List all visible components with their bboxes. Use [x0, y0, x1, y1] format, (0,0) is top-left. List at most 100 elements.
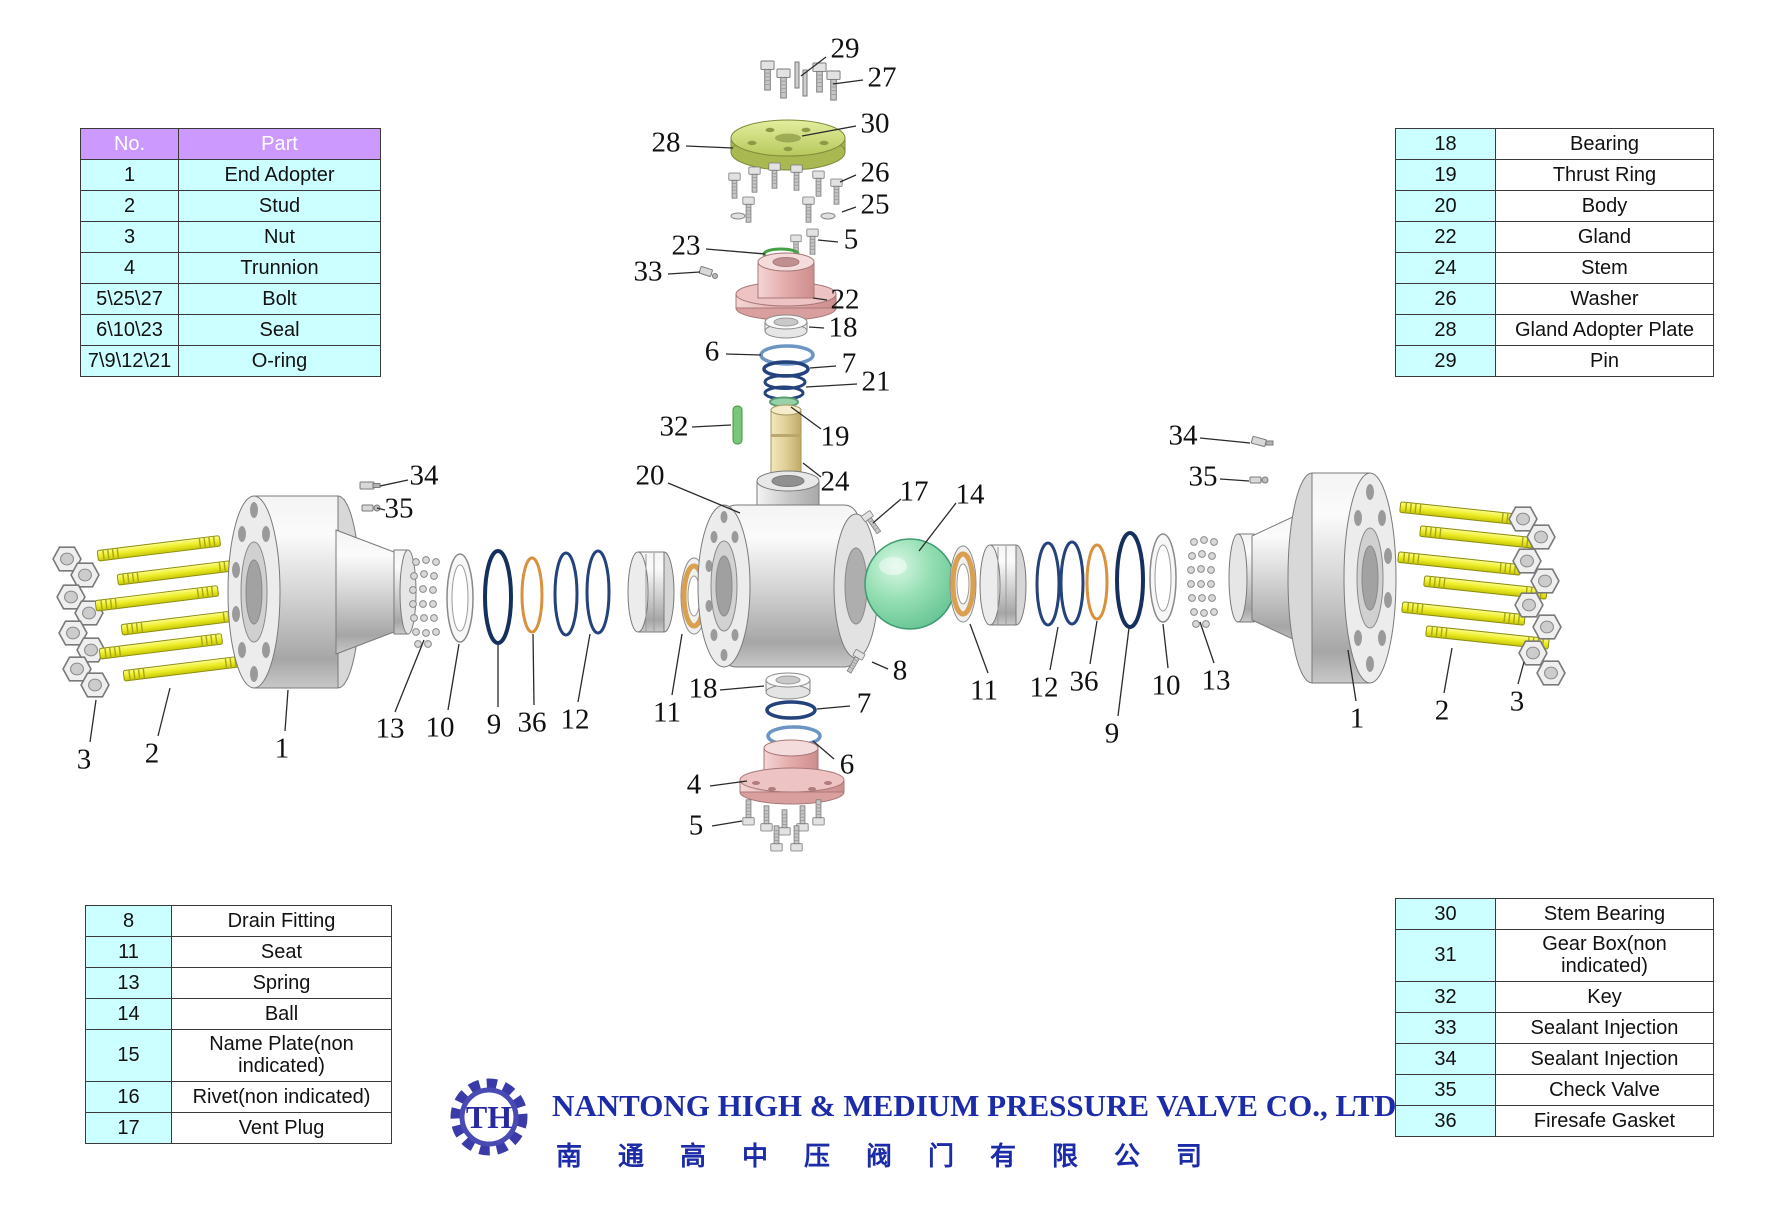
part-name-cell: Vent Plug [171, 1111, 392, 1144]
part-no-cell: 8 [85, 905, 172, 937]
table-header-row: No. Part [80, 128, 381, 160]
bottom-bolts-5 [742, 799, 825, 852]
part-name-cell: Seal [178, 314, 381, 346]
top-bolts-and-pins [760, 60, 841, 101]
leader-line-12 [577, 633, 591, 703]
part-no-cell: 15 [85, 1029, 172, 1082]
part-name-cell: Bolt [178, 283, 381, 315]
leader-line-10 [447, 643, 460, 711]
leader-line-6 [812, 740, 835, 760]
part-name-cell: Gear Box(non indicated) [1495, 929, 1714, 982]
part-name-cell: Trunnion [178, 252, 381, 284]
right-ring-stack [1035, 531, 1218, 629]
part-no-cell: 22 [1395, 221, 1496, 253]
ball [864, 538, 956, 630]
leader-line-12 [1049, 626, 1059, 671]
left-end-adapter [227, 495, 417, 689]
leader-line-5 [817, 239, 839, 243]
part-name-cell: Drain Fitting [171, 905, 392, 937]
washer-26 [820, 212, 836, 220]
leader-line-35 [376, 507, 386, 511]
leader-line-28 [685, 145, 734, 149]
part-no-cell: 29 [1395, 345, 1496, 377]
part-name-cell: Bearing [1495, 128, 1714, 160]
part-name-cell: Stud [178, 190, 381, 222]
valve-body [697, 470, 879, 668]
part-no-cell: 3 [80, 221, 179, 253]
part-no-cell: 31 [1395, 929, 1496, 982]
right-seat [949, 544, 1027, 626]
left-sealant-injection-fitting [359, 481, 381, 490]
part-no-cell: 26 [1395, 283, 1496, 315]
o-ring-12-right-a [1035, 541, 1061, 627]
part-name-cell: Spring [171, 967, 392, 999]
leader-line-18 [808, 326, 825, 329]
leader-line-18 [719, 685, 765, 691]
part-name-cell: O-ring [178, 345, 381, 377]
part-no-cell: 24 [1395, 252, 1496, 284]
company-name-chinese: 南通高中压阀门有限公司 [556, 1141, 1239, 1171]
leader-line-7 [816, 705, 851, 710]
part-no-cell: 18 [1395, 128, 1496, 160]
right-check-valve [1249, 476, 1269, 484]
o-ring-7-bottom [765, 700, 817, 720]
leader-line-36 [532, 633, 535, 706]
part-no-cell: 1 [80, 159, 179, 191]
o-ring-12-left-a [553, 551, 579, 637]
leader-line-13 [1199, 621, 1215, 664]
leader-line-14 [918, 502, 957, 552]
leader-line-4 [709, 780, 748, 787]
leader-line-23 [705, 248, 766, 255]
leader-line-34 [379, 479, 409, 487]
part-name-cell: Nut [178, 221, 381, 253]
company-name-english: NANTONG HIGH & MEDIUM PRESSURE VALVE CO.… [552, 1088, 1397, 1123]
part-name-cell: Body [1495, 190, 1714, 222]
leader-line-26 [839, 174, 857, 183]
part-no-cell: 32 [1395, 980, 1496, 1013]
pin-29 [802, 69, 808, 97]
left-nuts [52, 546, 110, 698]
leader-line-32 [691, 424, 732, 428]
part-name-cell: Ball [171, 998, 392, 1030]
part-name-cell: End Adopter [178, 159, 381, 191]
part-no-cell: 28 [1395, 314, 1496, 346]
gear-logo-icon: TH [450, 1078, 528, 1156]
leader-line-3 [89, 699, 97, 743]
sealant-injection-33 [698, 266, 718, 279]
part-no-cell: 33 [1395, 1011, 1496, 1044]
part-no-cell: 2 [80, 190, 179, 222]
right-sealant-injection-fitting [1250, 436, 1274, 447]
leader-line-36 [1089, 620, 1098, 665]
part-no-cell: 6\10\23 [80, 314, 179, 346]
part-no-cell: 17 [85, 1111, 172, 1144]
leader-line-2 [1443, 647, 1453, 694]
part-no-cell: 16 [85, 1080, 172, 1113]
part-no-cell: 36 [1395, 1104, 1496, 1137]
part-name-cell: Stem [1495, 252, 1714, 284]
left-check-valve [361, 504, 381, 512]
part-no-cell: 34 [1395, 1042, 1496, 1075]
leader-line-22 [812, 297, 828, 301]
part-name-cell: Stem Bearing [1495, 898, 1714, 930]
leader-line-10 [1162, 623, 1169, 669]
leader-line-25 [841, 206, 857, 213]
leader-line-27 [832, 79, 864, 85]
part-name-cell: Seat [171, 936, 392, 968]
bearing-18-bottom [765, 672, 811, 700]
leader-line-9 [1117, 627, 1130, 717]
right-end-adapter [1228, 472, 1397, 684]
